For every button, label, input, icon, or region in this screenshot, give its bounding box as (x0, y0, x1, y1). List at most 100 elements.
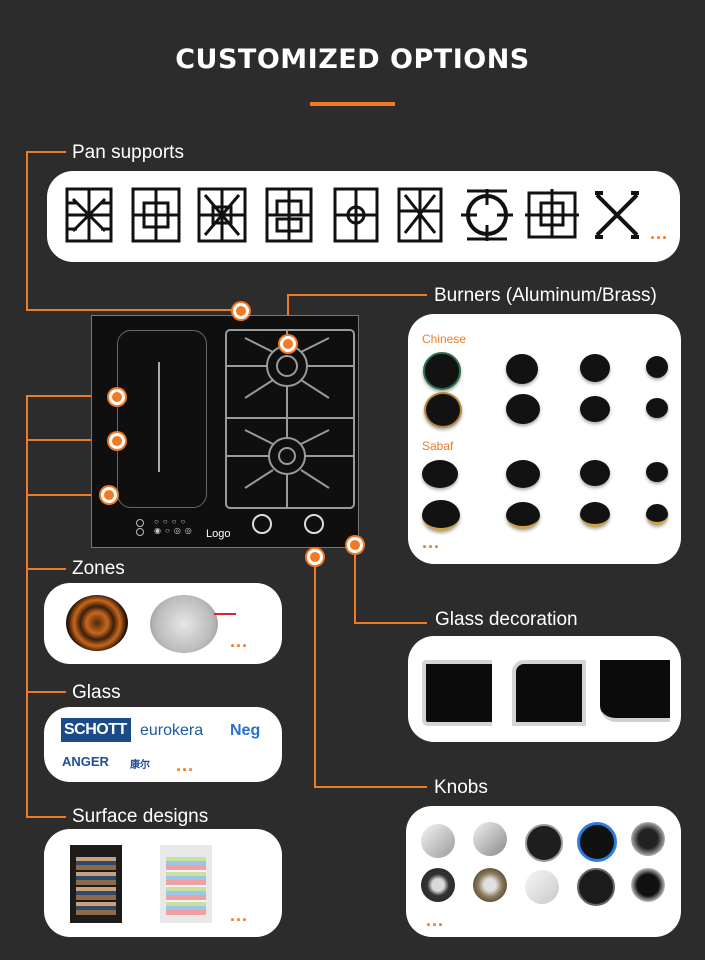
burner-chinese-7 (580, 396, 610, 422)
burner-sabaf-8 (646, 504, 668, 525)
pan-support-9 (595, 191, 639, 239)
pan-support-5 (333, 187, 379, 243)
zone-divider (158, 362, 160, 472)
burner-group-sabaf: Sabaf (422, 439, 454, 453)
touch-control (136, 528, 144, 536)
surface-designs-marker[interactable] (101, 487, 117, 503)
connector-line (26, 151, 66, 153)
burner-chinese-8 (646, 398, 668, 418)
hob-illustration: ○○○○ ◉○◎◎ Logo (91, 315, 359, 548)
glass-decoration-frameless (600, 660, 670, 722)
burner-chinese-4 (646, 356, 668, 378)
knob-1 (421, 824, 455, 858)
knob-5 (631, 822, 665, 856)
gas-grate (225, 329, 355, 509)
knob-2 (473, 822, 507, 856)
page-title: CUSTOMIZED OPTIONS (175, 44, 530, 75)
connector-line (314, 556, 316, 788)
knobs-label: Knobs (434, 777, 488, 798)
connector-line (354, 544, 356, 624)
connector-line (354, 622, 427, 624)
hob-knob (304, 514, 324, 534)
title-underline (310, 102, 395, 106)
zones-more: ... (230, 631, 249, 651)
glass-decoration-beveled (512, 660, 586, 726)
glass-more: ... (176, 755, 195, 775)
hob-logo: Logo (206, 528, 231, 540)
pan-support-3 (197, 187, 247, 243)
brand-anger: ANGER (62, 754, 109, 769)
knob-8 (525, 870, 559, 904)
pan-support-2 (131, 187, 181, 243)
surface-sample-dark (70, 845, 122, 923)
brand-schott: SCHOTT (64, 721, 127, 738)
pan-support-6 (397, 187, 443, 243)
pan-support-7 (461, 189, 513, 241)
knobs-marker[interactable] (307, 549, 323, 565)
induction-zone-outline (117, 330, 207, 508)
burner-sabaf-1 (422, 460, 458, 488)
knob-6 (421, 868, 455, 902)
surface-sample-light (160, 845, 212, 923)
wire (214, 613, 236, 615)
pan-supports-more: ... (650, 223, 669, 243)
glass-card: SCHOTT eurokera Neg ANGER 康尔 ... (44, 707, 282, 782)
pan-supports-card: ... (47, 171, 680, 262)
connector-line (26, 816, 66, 818)
burner-sabaf-2 (506, 460, 540, 488)
connector-line (26, 568, 66, 570)
knob-3 (525, 824, 563, 862)
surface-designs-card: ... (44, 829, 282, 937)
connector-line (26, 494, 108, 496)
burner-group-chinese: Chinese (422, 332, 467, 346)
touch-control (136, 519, 144, 527)
brand-eurokera: eurokera (140, 722, 204, 739)
knob-9 (577, 868, 615, 906)
pan-support-8 (525, 189, 579, 239)
surface-swatches (166, 857, 206, 915)
pan-supports-marker[interactable] (233, 303, 249, 319)
burner-sabaf-6 (506, 502, 540, 529)
surface-designs-label: Surface designs (72, 806, 209, 827)
connector-line (26, 395, 116, 397)
connector-line (314, 786, 427, 788)
burner-sabaf-7 (580, 502, 610, 527)
surface-designs-more: ... (230, 905, 249, 925)
pan-support-4 (265, 187, 313, 243)
surface-swatches (76, 857, 116, 915)
brand-neg: Neg (230, 722, 261, 739)
burner-chinese-2 (506, 354, 538, 384)
connector-line (287, 294, 427, 296)
knobs-more: ... (426, 910, 445, 930)
burners-label: Burners (Aluminum/Brass) (434, 285, 657, 306)
burners-marker[interactable] (280, 336, 296, 352)
burners-more: ... (422, 532, 441, 552)
connector-line (26, 691, 66, 693)
connector-line (26, 309, 242, 311)
heating-plate-image (150, 595, 218, 653)
glass-marker[interactable] (109, 433, 125, 449)
burner-sabaf-5 (422, 500, 460, 531)
knobs-card: ... (406, 806, 681, 937)
glass-decoration-marker[interactable] (347, 537, 363, 553)
burner-sabaf-4 (646, 462, 668, 482)
burner-chinese-3 (580, 354, 610, 382)
glass-decoration-frame (422, 660, 492, 726)
pan-supports-label: Pan supports (72, 142, 184, 163)
hob-knob (252, 514, 272, 534)
pan-supports-images (65, 187, 639, 243)
touch-controls-row: ◉○◎◎ (154, 526, 196, 535)
knob-7 (473, 868, 507, 902)
touch-controls-row: ○○○○ (154, 517, 190, 526)
induction-coil-image (66, 595, 128, 651)
connector-line (26, 395, 28, 818)
pan-support-1 (65, 187, 113, 243)
connector-line (26, 439, 116, 441)
burner-chinese-5 (424, 392, 462, 428)
zones-marker[interactable] (109, 389, 125, 405)
glass-decoration-label: Glass decoration (435, 609, 578, 630)
knob-4 (577, 822, 617, 862)
zones-card: ... (44, 583, 282, 664)
knob-10 (631, 868, 665, 902)
burner-chinese-6 (506, 394, 540, 424)
